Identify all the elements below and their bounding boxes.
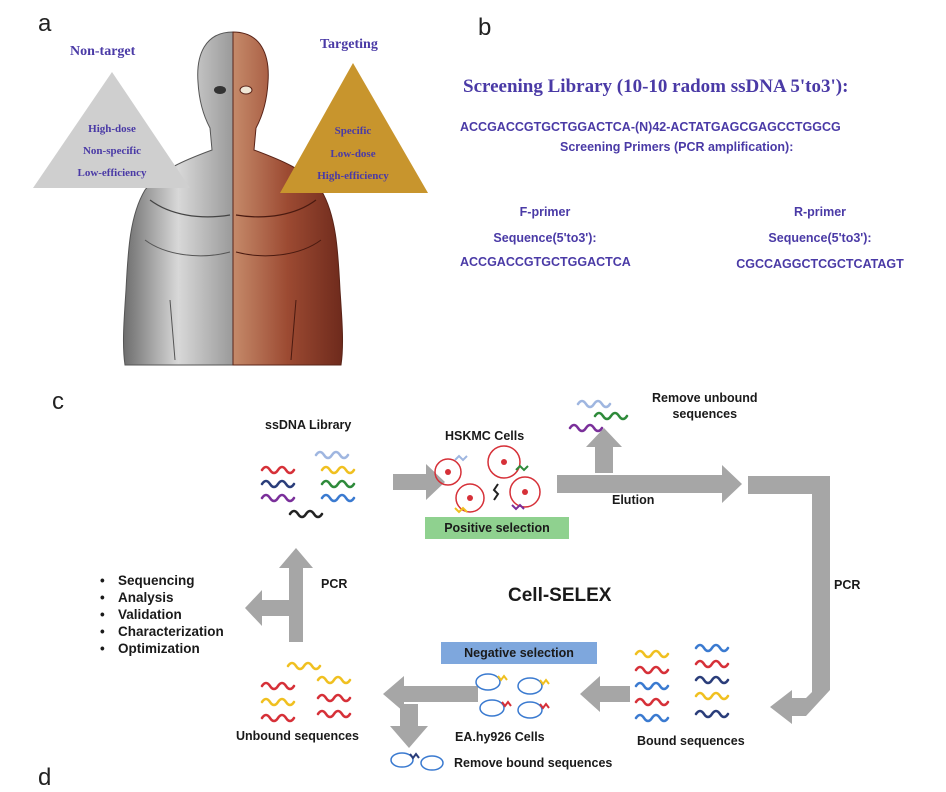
hskmc-cell (487, 445, 521, 479)
primers-title: Screening Primers (PCR amplification): (560, 140, 794, 154)
non-target-line-2: Non-specific (82, 145, 142, 157)
pcr-right-label: PCR (834, 578, 861, 592)
arrow-right-loop (748, 476, 830, 724)
arrow-library-to-hskmc (393, 464, 445, 500)
library-sequence: ACCGACCGTGCTGGACTCA-(N)42-ACTATGAGCGAGCC… (460, 120, 841, 134)
hskmc-cells-label: HSKMC Cells (445, 429, 525, 443)
ea-cell (517, 701, 543, 719)
f-primer-sequence: ACCGACCGTGCTGGACTCA (460, 255, 631, 269)
hskmc-cell (509, 476, 541, 508)
analysis-steps-list: Sequencing Analysis Validation Character… (100, 572, 224, 657)
targeting-line-2: Low-dose (330, 148, 376, 160)
unbound-sequences-label: Unbound sequences (236, 729, 359, 743)
r-primer-name: R-primer (793, 205, 847, 219)
ssdna-library-label: ssDNA Library (265, 418, 352, 432)
removed-cell (390, 752, 414, 768)
ea-cell (479, 699, 505, 717)
arrow-remove-unbound (586, 428, 622, 473)
step-characterization: Characterization (100, 623, 224, 640)
remove-unbound-label: Remove unbound sequences (652, 391, 758, 421)
targeting-line-3: High-efficiency (317, 170, 389, 182)
r-primer-sequence: CGCCAGGCTCGCTCATAGT (736, 257, 904, 271)
hskmc-cell (434, 458, 462, 486)
non-target-line-1: High-dose (88, 123, 136, 135)
step-sequencing: Sequencing (100, 572, 224, 589)
positive-selection-badge: Positive selection (425, 517, 569, 539)
library-title: Screening Library (10-10 radom ssDNA 5't… (463, 76, 849, 97)
step-validation: Validation (100, 606, 224, 623)
panel-d-letter: d (38, 764, 52, 791)
arrow-pcr-up (279, 548, 313, 642)
non-target-title: Non-target (70, 44, 136, 59)
pcr-left-label: PCR (321, 577, 348, 591)
remove-bound-label: Remove bound sequences (454, 756, 613, 770)
removed-cell (420, 755, 444, 771)
panel-b-letter: b (478, 14, 492, 41)
f-primer-label: Sequence(5'to3'): (493, 231, 597, 245)
step-analysis: Analysis (100, 589, 224, 606)
arrow-ea-to-unbound (383, 676, 478, 712)
bound-sequences-label: Bound sequences (637, 734, 745, 748)
targeting-title: Targeting (320, 37, 378, 52)
arrow-bound-to-ea (580, 676, 630, 712)
hskmc-cell (455, 483, 485, 513)
r-primer-label: Sequence(5'to3'): (768, 231, 872, 245)
arrow-remove-bound (390, 704, 428, 748)
ea-cells-label: EA.hy926 Cells (455, 730, 545, 744)
f-primer-name: F-primer (519, 205, 571, 219)
panel-a-letter: a (38, 10, 52, 37)
negative-selection-badge: Negative selection (441, 642, 597, 664)
non-target-line-3: Low-efficiency (77, 167, 147, 179)
panel-c-letter: c (52, 388, 64, 415)
ea-cell (517, 677, 543, 695)
step-optimization: Optimization (100, 640, 224, 657)
ea-cell (475, 673, 501, 691)
arrow-to-analysis (245, 590, 289, 626)
cell-selex-title: Cell-SELEX (508, 585, 612, 606)
elution-label: Elution (612, 493, 655, 507)
targeting-line-1: Specific (334, 125, 372, 137)
